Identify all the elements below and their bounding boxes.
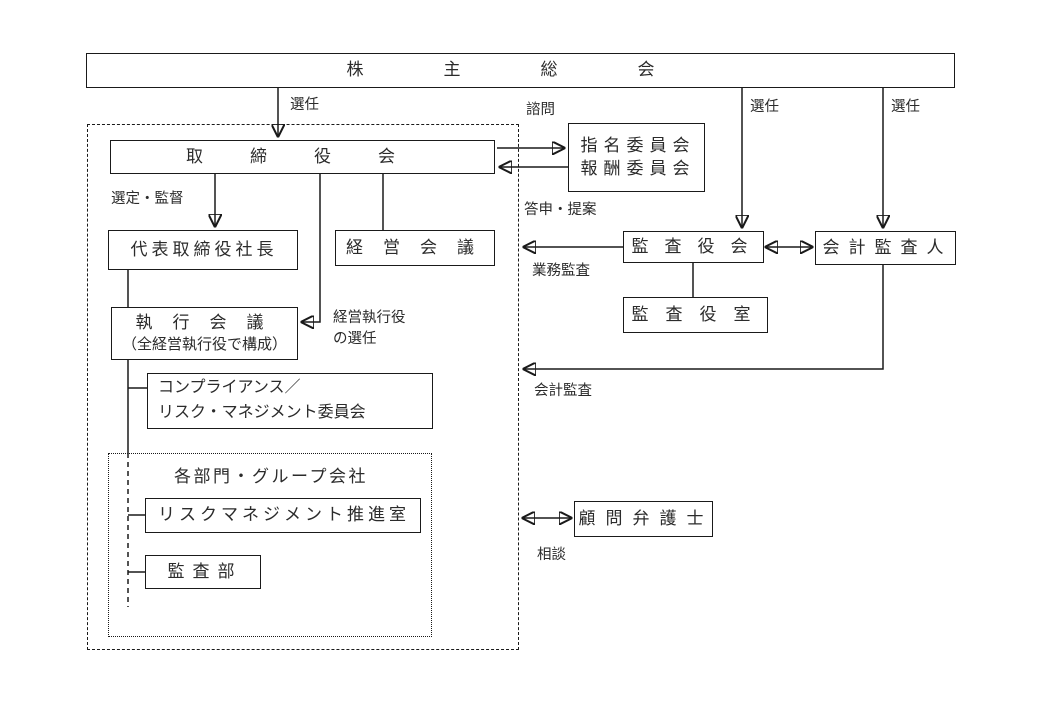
box-accounting-auditor: 会計監査人 bbox=[815, 231, 956, 265]
box-audit-department: 監査部 bbox=[145, 555, 261, 589]
label-appointment-board: 選任 bbox=[290, 97, 319, 113]
president-label: 代表取締役社長 bbox=[130, 239, 278, 259]
shareholders-meeting-label: 株主総会 bbox=[346, 60, 735, 80]
box-risk-management-office: リスクマネジメント推進室 bbox=[145, 498, 421, 533]
divisions-group-companies-label: 各部門・グループ会社 bbox=[174, 467, 368, 486]
nomination-committee-line1: 指名委員会 bbox=[580, 135, 696, 155]
internal-structure-dashed-frame bbox=[87, 124, 519, 650]
box-management-council: 経営会議 bbox=[335, 230, 495, 266]
label-appointment-audit-board: 選任 bbox=[750, 99, 779, 115]
label-accounting-audit: 会計監査 bbox=[534, 383, 592, 399]
box-board-of-directors: 取締役会 bbox=[110, 140, 495, 174]
board-of-directors-label: 取締役会 bbox=[186, 146, 442, 166]
risk-management-office-label: リスクマネジメント推進室 bbox=[158, 505, 410, 525]
executive-council-line2: （全経営執行役で構成） bbox=[121, 336, 287, 353]
label-appointment-accounting-auditor: 選任 bbox=[891, 99, 920, 115]
label-consultation: 相談 bbox=[537, 547, 566, 563]
divisions-dotted-frame bbox=[108, 453, 432, 637]
box-executive-council: 執行会議 （全経営執行役で構成） bbox=[111, 307, 298, 360]
legal-counsel-label: 顧問弁護士 bbox=[578, 508, 714, 528]
box-audit-board: 監査役会 bbox=[623, 231, 764, 263]
audit-department-label: 監査部 bbox=[167, 561, 243, 581]
arrow-accounting-audit bbox=[524, 264, 884, 369]
compliance-committee-line2: リスク・マネジメント委員会 bbox=[158, 404, 366, 421]
label-executive-officer-election-line2: の選任 bbox=[333, 331, 377, 348]
nomination-committee-line2: 報酬委員会 bbox=[580, 158, 696, 178]
box-president: 代表取締役社長 bbox=[108, 230, 298, 270]
compliance-committee-line1: コンプライアンス／ bbox=[158, 379, 301, 397]
box-compliance-committee: コンプライアンス／ リスク・マネジメント委員会 bbox=[147, 373, 433, 429]
label-advisory: 諮問 bbox=[526, 102, 555, 118]
arrow-executive-officer-election bbox=[302, 173, 321, 322]
label-selection-supervision: 選定・監督 bbox=[111, 191, 184, 207]
label-operational-audit: 業務監査 bbox=[532, 263, 590, 279]
box-auditors-office: 監査役室 bbox=[623, 297, 768, 333]
label-executive-officer-election: 経営執行役 の選任 bbox=[333, 308, 406, 350]
box-nomination-committee: 指名委員会 報酬委員会 bbox=[568, 123, 705, 192]
label-report-proposal: 答申・提案 bbox=[524, 202, 597, 218]
box-shareholders-meeting: 株主総会 bbox=[86, 53, 955, 88]
accounting-auditor-label: 会計監査人 bbox=[822, 237, 953, 257]
box-legal-counsel: 顧問弁護士 bbox=[574, 501, 713, 537]
auditors-office-label: 監査役室 bbox=[631, 304, 768, 324]
audit-board-label: 監査役会 bbox=[631, 236, 764, 256]
management-council-label: 経営会議 bbox=[346, 237, 494, 257]
label-executive-officer-election-line1: 経営執行役 bbox=[333, 310, 406, 326]
executive-council-line1: 執行会議 bbox=[135, 312, 284, 332]
